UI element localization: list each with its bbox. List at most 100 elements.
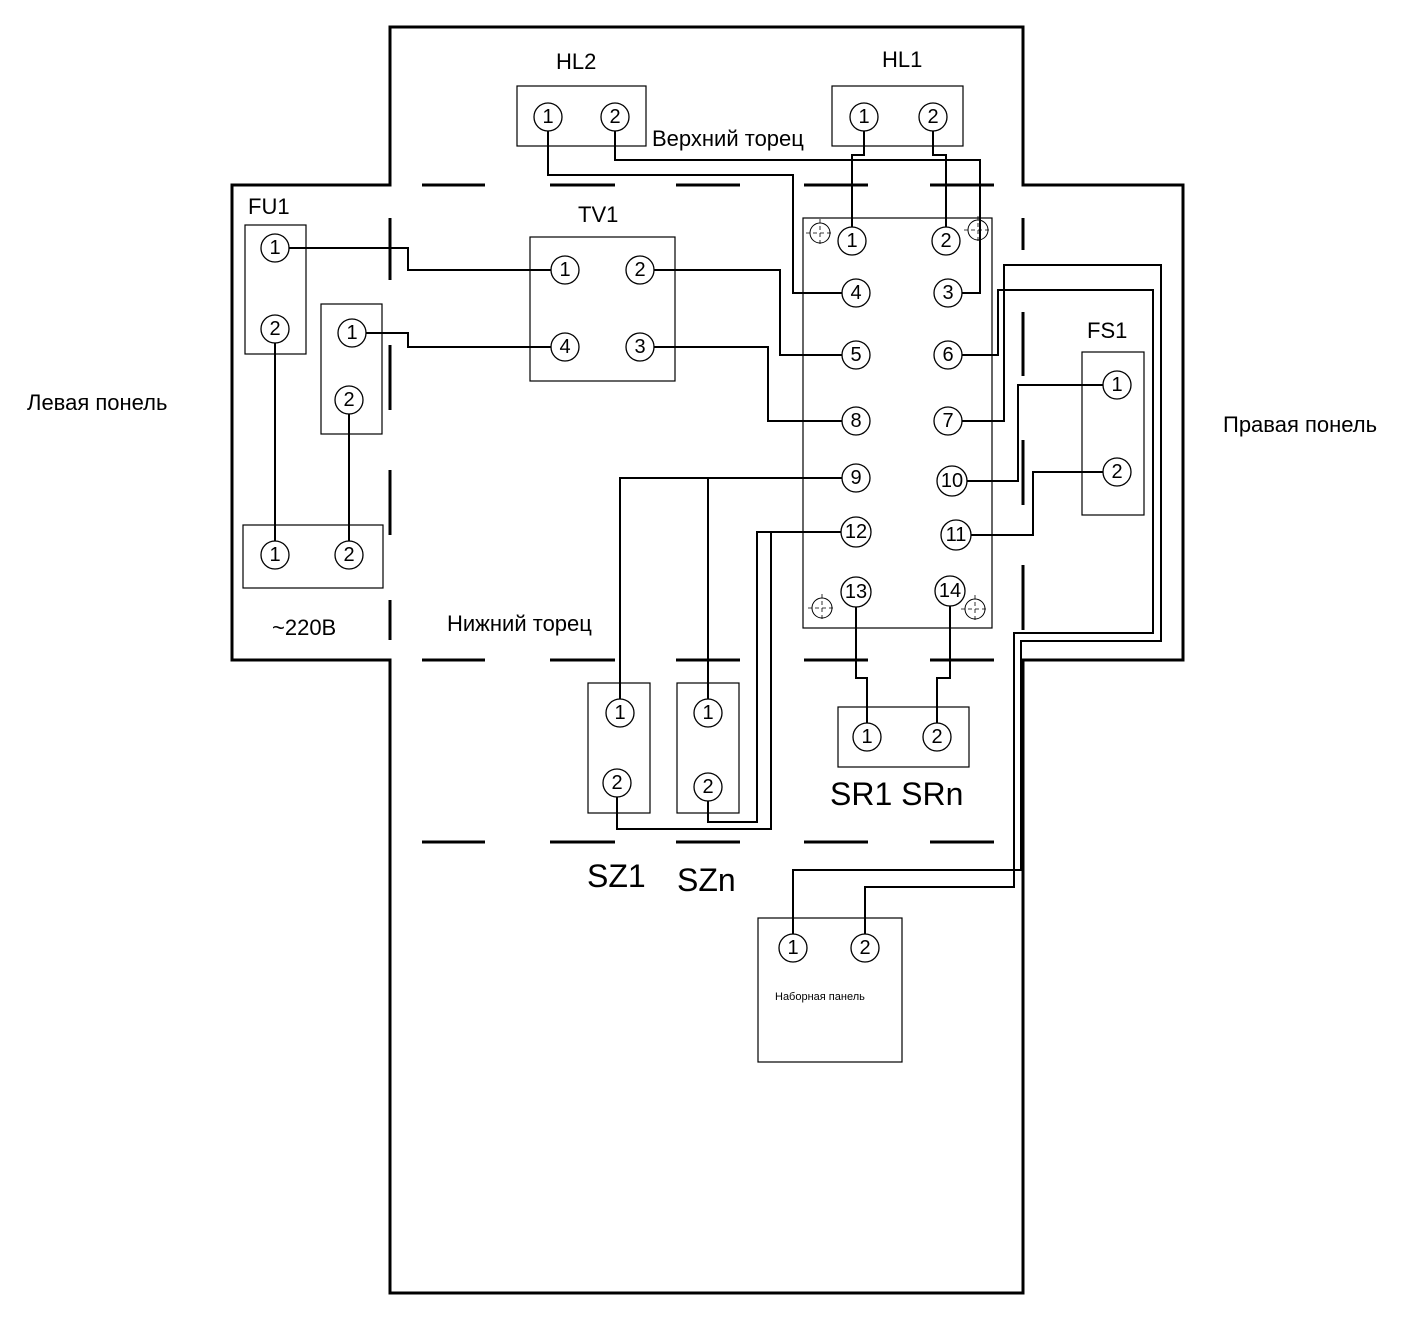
fs1-terminal-2: 2 — [1102, 457, 1132, 487]
svg-text:7: 7 — [942, 410, 953, 432]
szn-terminal-2: 2 — [693, 772, 723, 802]
block-terminal-7: 7 — [933, 406, 963, 436]
wires — [274, 117, 1162, 948]
fs1-label: FS1 — [1087, 318, 1127, 343]
svg-text:2: 2 — [269, 318, 280, 340]
svg-text:3: 3 — [942, 282, 953, 304]
svg-text:8: 8 — [850, 410, 861, 432]
svg-text:2: 2 — [927, 106, 938, 128]
hl2-terminal-1: 1 — [533, 102, 563, 132]
tv1-terminal-2: 2 — [625, 255, 655, 285]
fs1-terminal-1: 1 — [1102, 370, 1132, 400]
tv1-label: TV1 — [578, 202, 618, 227]
svg-text:1: 1 — [858, 106, 869, 128]
svg-text:1: 1 — [559, 259, 570, 281]
sr-terminal-1: 1 — [852, 722, 882, 752]
block-terminal-14: 14 — [934, 575, 966, 607]
svg-text:2: 2 — [609, 106, 620, 128]
svg-text:2: 2 — [1111, 461, 1122, 483]
hl1-terminal-1: 1 — [849, 102, 879, 132]
fuse2-terminal-1: 1 — [337, 318, 367, 348]
fu1-terminal-2: 2 — [260, 314, 290, 344]
hl2-terminal-2: 2 — [600, 102, 630, 132]
tv1-terminal-3: 3 — [625, 332, 655, 362]
block-terminal-3: 3 — [933, 278, 963, 308]
svg-text:2: 2 — [343, 389, 354, 411]
svg-text:2: 2 — [343, 544, 354, 566]
svg-text:9: 9 — [850, 467, 861, 489]
svg-text:13: 13 — [845, 581, 867, 603]
svg-text:2: 2 — [611, 772, 622, 794]
svg-text:2: 2 — [940, 230, 951, 252]
svg-text:1: 1 — [269, 237, 280, 259]
svg-text:2: 2 — [859, 937, 870, 959]
mains-terminal-2: 2 — [334, 540, 364, 570]
tv1-terminal-1: 1 — [550, 255, 580, 285]
block-terminal-2: 2 — [931, 226, 961, 256]
right-panel-label: Правая понель — [1223, 412, 1377, 437]
block-terminal-1: 1 — [837, 226, 867, 256]
tv1-box — [529, 236, 676, 382]
svg-text:1: 1 — [269, 544, 280, 566]
block-terminal-11: 11 — [940, 519, 972, 551]
svg-text:5: 5 — [850, 344, 861, 366]
sz1-terminal-2: 2 — [602, 768, 632, 798]
tv1-terminal-4: 4 — [550, 332, 580, 362]
power-label: ~220В — [272, 615, 336, 640]
svg-text:1: 1 — [702, 702, 713, 724]
dial-terminal-2: 2 — [850, 933, 880, 963]
svg-text:1: 1 — [846, 230, 857, 252]
svg-text:4: 4 — [559, 336, 570, 358]
svg-text:2: 2 — [702, 776, 713, 798]
dial-panel-box — [757, 917, 903, 1063]
mounting-holes — [806, 216, 992, 623]
svg-text:1: 1 — [614, 702, 625, 724]
sr-box — [837, 706, 970, 768]
fu1-label: FU1 — [248, 194, 290, 219]
terminal-block-box — [802, 217, 993, 629]
block-terminal-6: 6 — [933, 340, 963, 370]
dial-panel-label: Наборная панель — [775, 991, 865, 1003]
block-terminal-10: 10 — [936, 465, 968, 497]
fuse2-box — [320, 303, 383, 435]
sr-label: SR1 SRn — [830, 776, 963, 812]
block-terminal-8: 8 — [841, 406, 871, 436]
sz1-label: SZ1 — [587, 858, 646, 894]
svg-text:3: 3 — [634, 336, 645, 358]
svg-text:6: 6 — [942, 344, 953, 366]
svg-text:1: 1 — [346, 322, 357, 344]
hl2-label: HL2 — [556, 49, 596, 74]
dial-terminal-1: 1 — [778, 933, 808, 963]
svg-text:4: 4 — [850, 282, 861, 304]
svg-text:1: 1 — [787, 937, 798, 959]
mains-box — [242, 524, 384, 589]
svg-text:12: 12 — [845, 521, 867, 543]
sr-terminal-2: 2 — [922, 722, 952, 752]
bottom-end-label: Нижний торец — [447, 611, 592, 636]
szn-label: SZn — [677, 862, 736, 898]
sz1-terminal-1: 1 — [605, 698, 635, 728]
szn-terminal-1: 1 — [693, 698, 723, 728]
svg-text:2: 2 — [931, 726, 942, 748]
top-end-label: Верхний торец — [652, 126, 804, 151]
hl1-label: HL1 — [882, 47, 922, 72]
svg-text:14: 14 — [939, 580, 961, 602]
svg-text:1: 1 — [861, 726, 872, 748]
fuse2-terminal-2: 2 — [334, 385, 364, 415]
hl1-box — [831, 85, 964, 147]
block-terminal-13: 13 — [840, 576, 872, 608]
svg-text:10: 10 — [941, 470, 963, 492]
fu1-terminal-1: 1 — [260, 233, 290, 263]
block-terminal-4: 4 — [841, 278, 871, 308]
svg-text:11: 11 — [946, 524, 967, 546]
block-terminal-12: 12 — [840, 516, 872, 548]
fs1-box — [1081, 351, 1145, 516]
mains-terminal-1: 1 — [260, 540, 290, 570]
hl1-terminal-2: 2 — [918, 102, 948, 132]
svg-text:1: 1 — [1111, 374, 1122, 396]
block-terminal-5: 5 — [841, 340, 871, 370]
block-terminal-9: 9 — [841, 463, 871, 493]
enclosure-outline — [230, 25, 1185, 1295]
hl2-box — [516, 85, 647, 147]
